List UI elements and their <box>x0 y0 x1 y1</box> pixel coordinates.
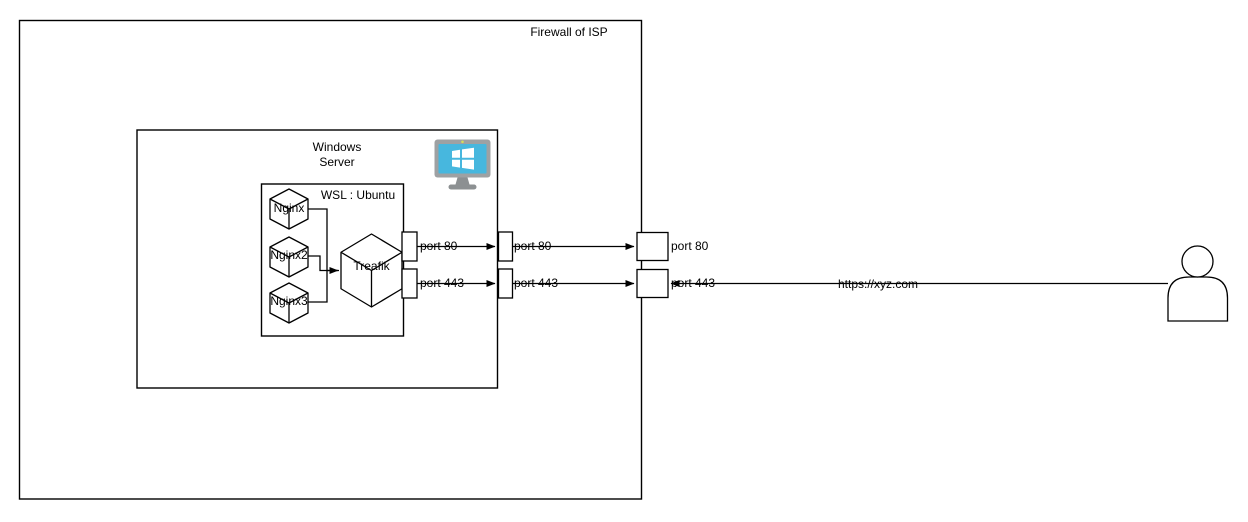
user-head <box>1181 245 1214 278</box>
url-label: https://xyz.com <box>838 277 919 291</box>
traefik-cube <box>340 233 403 308</box>
windows-server-box <box>136 129 499 389</box>
nginx1-cube <box>269 188 309 230</box>
firewall-label: Firewall of ISP <box>530 25 608 39</box>
windows-flag-icon <box>452 147 474 170</box>
nginx1-label: Nginx <box>273 201 305 215</box>
port80-wsl-label: port 80 <box>420 239 458 253</box>
port80-connector-server <box>497 231 514 262</box>
port80-server-label: port 80 <box>514 239 552 253</box>
user-body <box>1167 276 1229 322</box>
port443-connector-wsl <box>401 268 418 299</box>
port443-wsl-label: port 443 <box>420 276 465 290</box>
windows-monitor-icon <box>434 139 491 190</box>
edge-nginx3-traefik <box>308 270 328 303</box>
nginx3-cube <box>269 282 309 324</box>
nginx2-cube <box>269 236 309 278</box>
port80-connector-wsl <box>401 231 418 262</box>
windows-server-label: Windows Server <box>312 140 362 169</box>
monitor-screen <box>438 144 487 174</box>
port443-connector-server <box>497 268 514 299</box>
user-icon <box>1167 245 1229 322</box>
traefik-label: Treafik <box>353 259 390 273</box>
monitor-base <box>448 184 477 190</box>
port443-firewall-label: port 443 <box>671 276 716 290</box>
nginx2-label: Nginx2 <box>270 248 308 262</box>
port80-firewall-label: port 80 <box>671 239 709 253</box>
monitor-stand <box>455 177 470 185</box>
wsl-ubuntu-label: WSL : Ubuntu <box>320 188 396 202</box>
monitor-power-dot <box>461 140 464 144</box>
port80-connector-firewall <box>636 231 669 262</box>
firewall-box <box>18 19 643 500</box>
port443-server-label: port 443 <box>514 276 559 290</box>
edge-nginx2-traefik <box>308 255 339 274</box>
nginx3-label: Nginx3 <box>270 294 308 308</box>
port443-connector-firewall <box>636 268 669 299</box>
